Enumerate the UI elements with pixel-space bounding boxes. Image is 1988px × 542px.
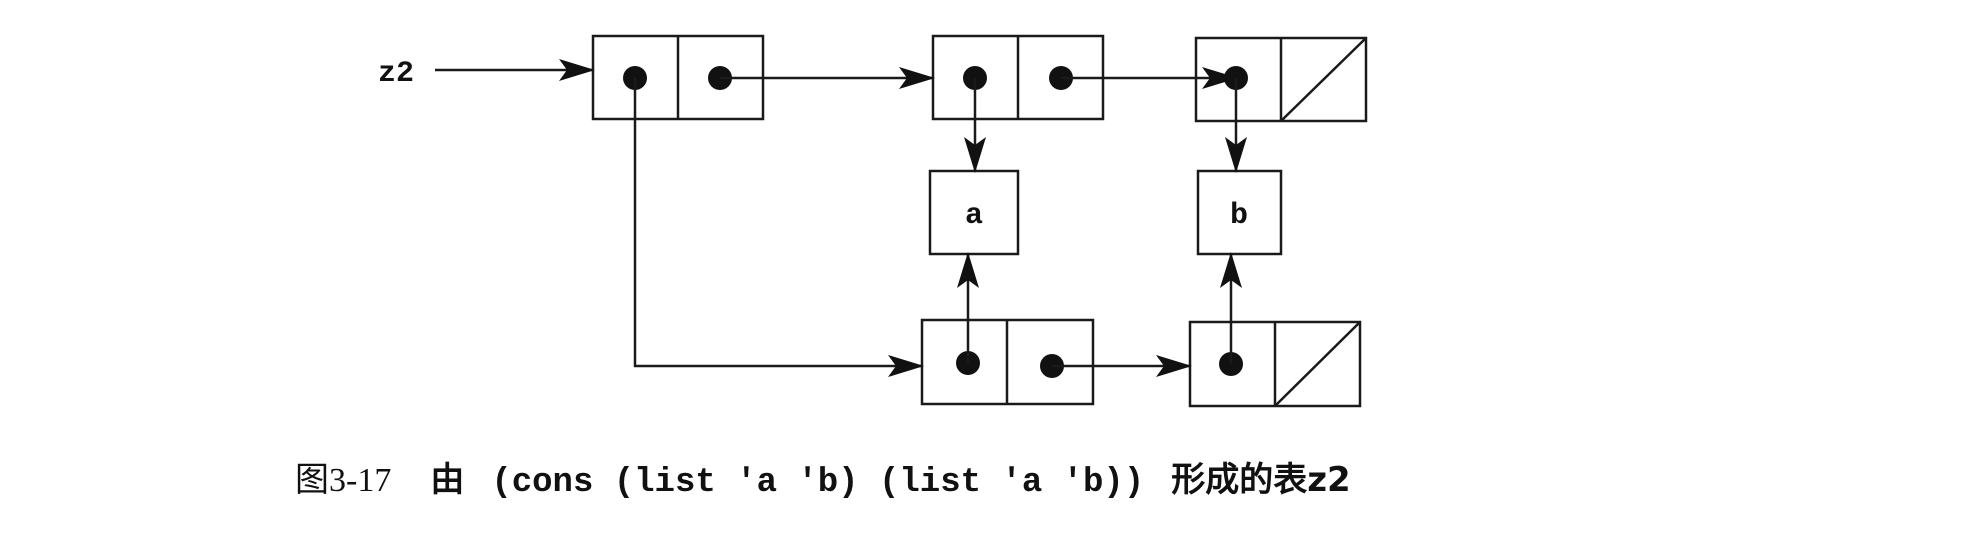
pair-list1-last	[1194, 36, 1368, 123]
caption-suffix: 形成的表z2	[1171, 460, 1351, 500]
pair-list2-last	[1188, 320, 1362, 408]
atom-a: a	[928, 169, 1020, 256]
z2-label: z2	[378, 57, 414, 91]
arrow-z2-car-to-list2	[633, 78, 924, 377]
atom-b-label: b	[1230, 199, 1248, 233]
atom-b: b	[1196, 169, 1283, 256]
caption-expression: (cons (list 'a 'b) (list 'a 'b))	[491, 464, 1145, 502]
pair-list2-first	[920, 318, 1095, 406]
pair-list1-last-nil-slash	[1280, 37, 1367, 122]
caption-prefix: 由	[430, 460, 465, 500]
atom-a-label: a	[965, 199, 983, 233]
figure-caption: 图3-17 由 (cons (list 'a 'b) (list 'a 'b))…	[295, 455, 1351, 508]
pair-list2-last-nil-slash	[1274, 321, 1361, 407]
figure-number: 图3-17	[295, 462, 392, 499]
